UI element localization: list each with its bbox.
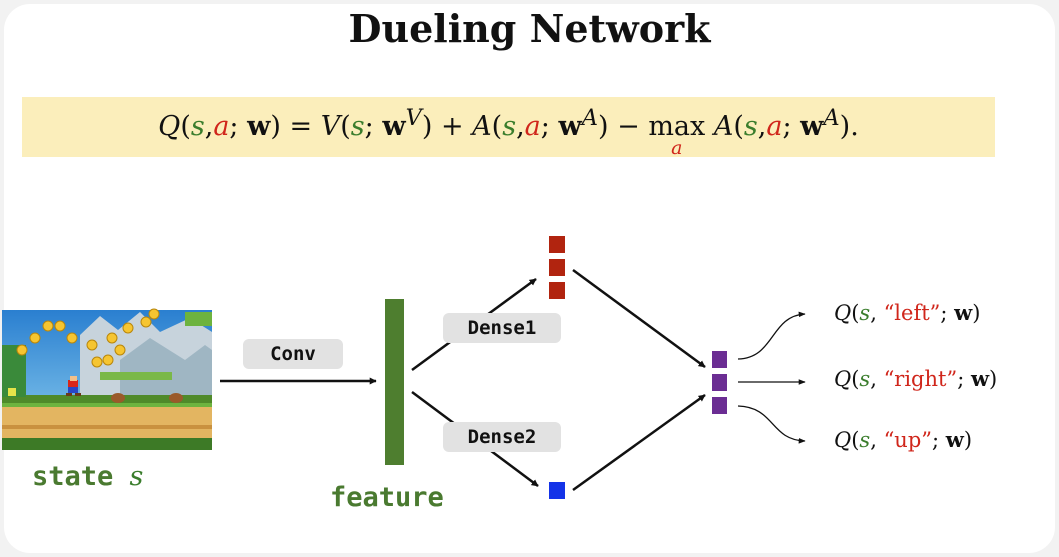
- q-weights: w: [970, 366, 990, 391]
- formula-comma: ,: [204, 111, 214, 142]
- q-block: [712, 397, 727, 414]
- formula-action: a: [766, 111, 783, 142]
- formula-paren: ): [597, 111, 609, 142]
- formula-state: s: [350, 111, 365, 142]
- q-weights: w: [945, 427, 964, 452]
- formula-paren: ): [839, 111, 851, 142]
- q-output-right: Q(s, “right”; w): [834, 366, 998, 391]
- formula-sup-a: A: [823, 105, 840, 131]
- formula-comma: ,: [516, 111, 525, 142]
- formula-max: max: [648, 111, 706, 142]
- game-screenshot: [2, 308, 212, 450]
- q-weights: w: [954, 300, 973, 325]
- formula-semicolon: ;: [364, 111, 374, 142]
- formula-weights: w: [800, 111, 824, 142]
- q-state: s: [859, 367, 871, 391]
- value-to-q-arrow: [572, 393, 706, 492]
- formula-max-subscript: a: [671, 137, 683, 159]
- formula-weights: w: [558, 111, 582, 142]
- q-state: s: [859, 428, 871, 452]
- formula-q: Q: [158, 111, 181, 142]
- formula-weights: w: [247, 111, 271, 142]
- formula-equals: =: [280, 111, 321, 142]
- q-action-right: “right”: [883, 367, 958, 391]
- formula-semicolon: ;: [782, 111, 792, 142]
- formula-state: s: [190, 111, 205, 142]
- formula-action: a: [213, 111, 230, 142]
- formula-period: .: [850, 111, 859, 142]
- formula-paren: (: [733, 111, 744, 142]
- formula-v: V: [320, 111, 341, 142]
- dense2-label: Dense2: [443, 422, 561, 452]
- formula-sup-a: A: [581, 105, 598, 131]
- formula-minus: −: [608, 111, 649, 142]
- conv-label: Conv: [243, 339, 343, 369]
- formula-paren: ): [270, 111, 281, 142]
- formula-paren: (: [491, 111, 503, 142]
- q-block: [712, 374, 727, 391]
- formula-a: A: [713, 111, 734, 142]
- advantage-block: [549, 259, 565, 276]
- dense1-label: Dense1: [443, 313, 561, 343]
- q-symbol: Q: [834, 428, 852, 452]
- formula-sup-v: V: [405, 105, 422, 131]
- state-caption-var: s: [129, 461, 144, 492]
- formula-a: A: [472, 111, 492, 142]
- formula-weights: w: [382, 111, 406, 142]
- state-caption: state s: [32, 461, 143, 492]
- output-arrow-left: [737, 311, 806, 360]
- q-state: s: [859, 301, 871, 325]
- q-action-left: “left”: [883, 301, 941, 325]
- q-output-left: Q(s, “left”; w): [834, 300, 981, 325]
- q-block: [712, 351, 727, 368]
- advantage-block: [549, 282, 565, 299]
- formula-state: s: [743, 111, 758, 142]
- slide-background: [4, 4, 1055, 553]
- output-arrow-up: [737, 405, 806, 444]
- q-symbol: Q: [834, 367, 852, 391]
- q-symbol: Q: [834, 301, 852, 325]
- page-title: Dueling Network: [348, 6, 711, 51]
- formula-action: a: [524, 111, 541, 142]
- formula-semicolon: ;: [540, 111, 550, 142]
- formula-semicolon: ;: [229, 111, 239, 142]
- formula-paren: (: [340, 111, 351, 142]
- feature-caption: feature: [330, 482, 444, 513]
- formula-plus: +: [432, 111, 473, 142]
- q-action-up: “up”: [883, 428, 933, 452]
- feature-vector: [385, 299, 404, 465]
- value-block: [549, 482, 565, 499]
- formula-paren: ): [421, 111, 433, 142]
- q-output-up: Q(s, “up”; w): [834, 427, 973, 452]
- state-caption-text: state: [32, 461, 114, 492]
- advantage-block: [549, 236, 565, 253]
- formula-state: s: [502, 111, 517, 142]
- formula-paren: (: [180, 111, 191, 142]
- formula-comma: ,: [757, 111, 767, 142]
- advantage-to-q-arrow: [572, 268, 706, 369]
